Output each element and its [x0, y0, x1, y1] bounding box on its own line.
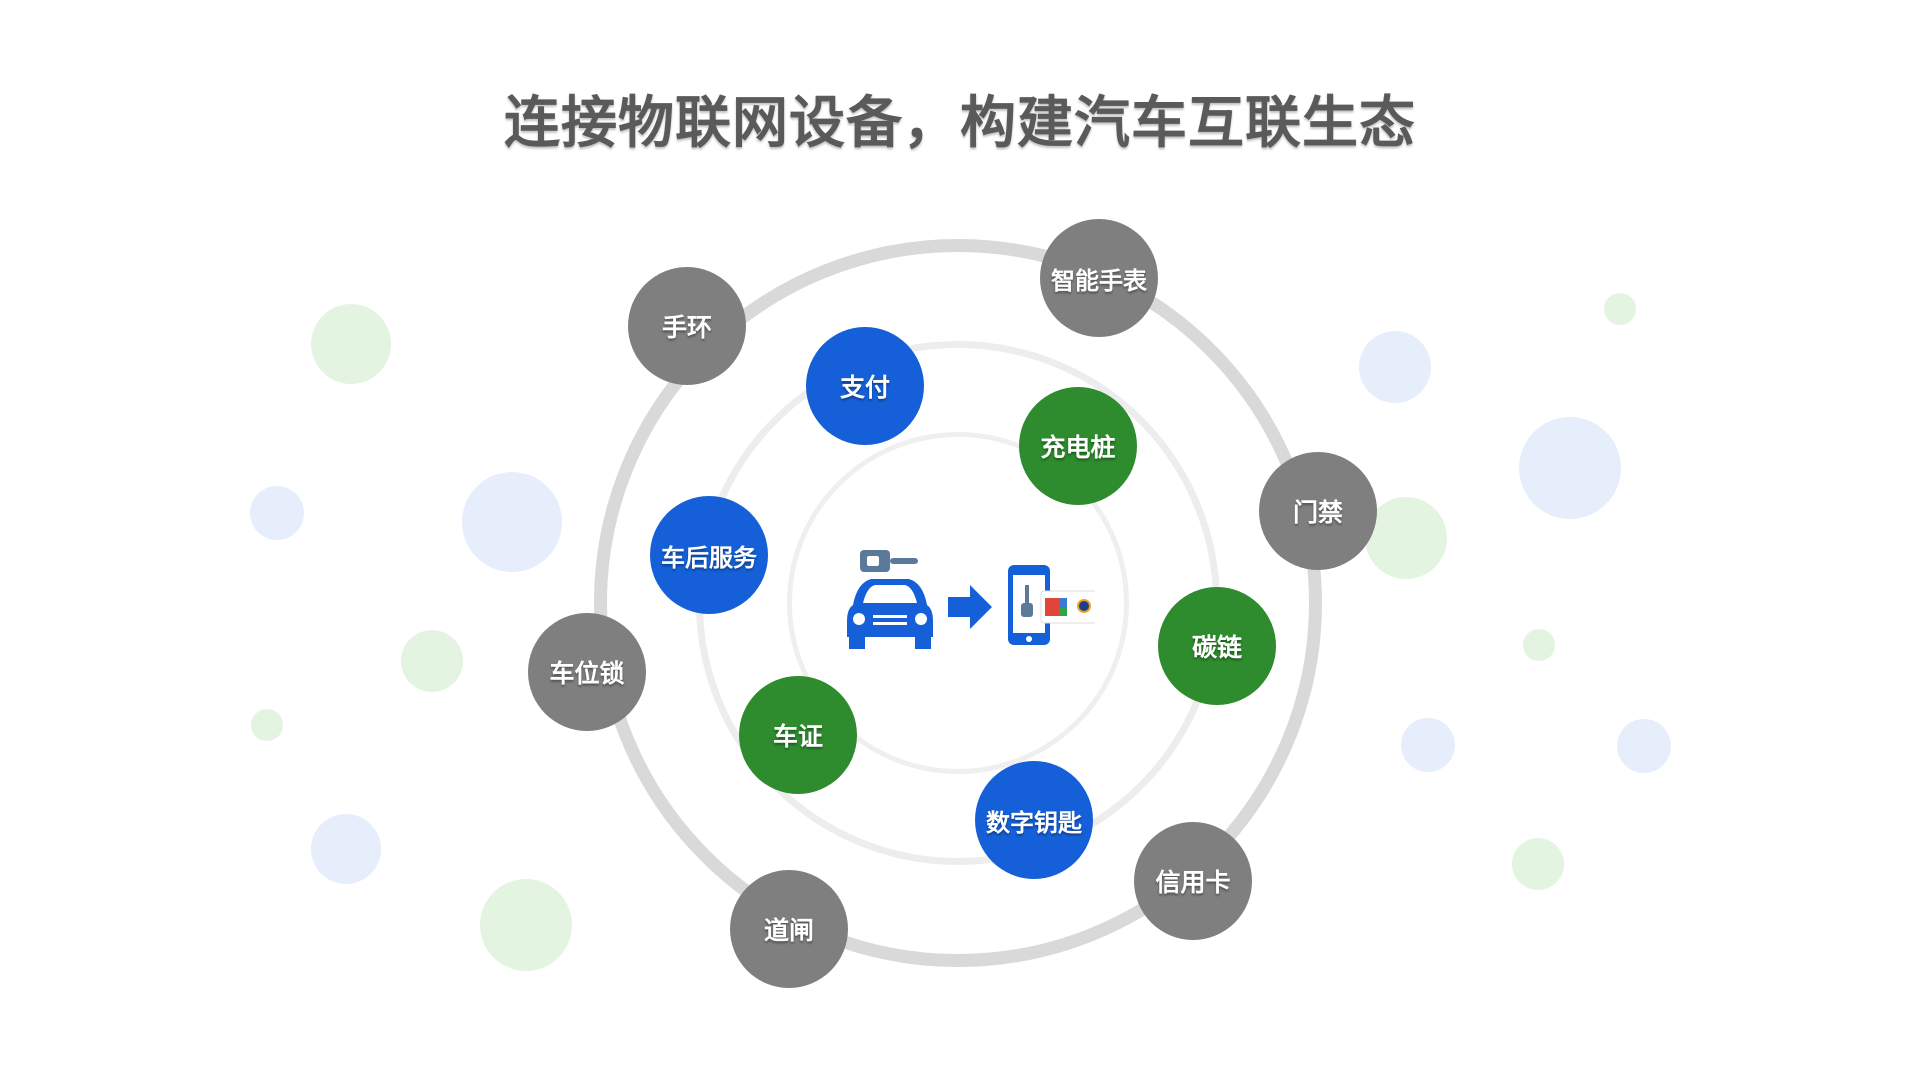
- node-digital-key[interactable]: 数字钥匙: [975, 761, 1093, 879]
- node-label: 门禁: [1292, 498, 1343, 527]
- bubble: [250, 486, 304, 540]
- inner-ring: [787, 432, 1129, 774]
- page-title: 连接物联网设备，构建汽车互联生态: [504, 91, 1416, 156]
- bubble: [1401, 718, 1455, 772]
- bubble: [1523, 629, 1555, 661]
- arrow-right-icon: [948, 585, 992, 629]
- node-label: 车位锁: [549, 659, 625, 688]
- node-access-control[interactable]: 门禁: [1259, 452, 1377, 570]
- node-charging-pile[interactable]: 充电桩: [1019, 387, 1137, 505]
- bubble: [1365, 497, 1447, 579]
- node-label: 智能手表: [1051, 266, 1147, 295]
- car-key-icon: [860, 550, 918, 572]
- node-label: 手环: [661, 313, 712, 342]
- bubble: [480, 879, 572, 971]
- node-smartwatch[interactable]: 智能手表: [1040, 219, 1158, 337]
- bubble: [462, 472, 562, 572]
- node-parking-lock[interactable]: 车位锁: [528, 613, 646, 731]
- node-aftermarket[interactable]: 车后服务: [650, 496, 768, 614]
- node-payment[interactable]: 支付: [806, 327, 924, 445]
- node-label: 支付: [839, 373, 890, 402]
- bubble: [1519, 417, 1621, 519]
- node-label: 信用卡: [1155, 868, 1231, 897]
- node-label: 数字钥匙: [986, 808, 1082, 837]
- bubble: [1604, 293, 1636, 325]
- node-label: 充电桩: [1040, 433, 1116, 462]
- node-label: 车后服务: [661, 543, 757, 572]
- node-vehicle-cert[interactable]: 车证: [739, 676, 857, 794]
- car-icon: [847, 579, 933, 649]
- node-label: 碳链: [1191, 633, 1242, 662]
- node-wristband[interactable]: 手环: [628, 267, 746, 385]
- node-label: 道闸: [763, 916, 814, 945]
- node-label: 车证: [772, 722, 823, 751]
- node-barrier-gate[interactable]: 道闸: [730, 870, 848, 988]
- phone-key-icon: [1008, 565, 1050, 645]
- bubble: [1512, 838, 1564, 890]
- bubble: [311, 304, 391, 384]
- card-icon: [1040, 590, 1095, 624]
- bubble: [251, 709, 283, 741]
- node-carbon-chain[interactable]: 碳链: [1158, 587, 1276, 705]
- bubble: [1359, 331, 1431, 403]
- bubble: [401, 630, 463, 692]
- node-credit-card[interactable]: 信用卡: [1134, 822, 1252, 940]
- bubble: [311, 814, 381, 884]
- bubble: [1617, 719, 1671, 773]
- center-illustration: [847, 550, 1095, 649]
